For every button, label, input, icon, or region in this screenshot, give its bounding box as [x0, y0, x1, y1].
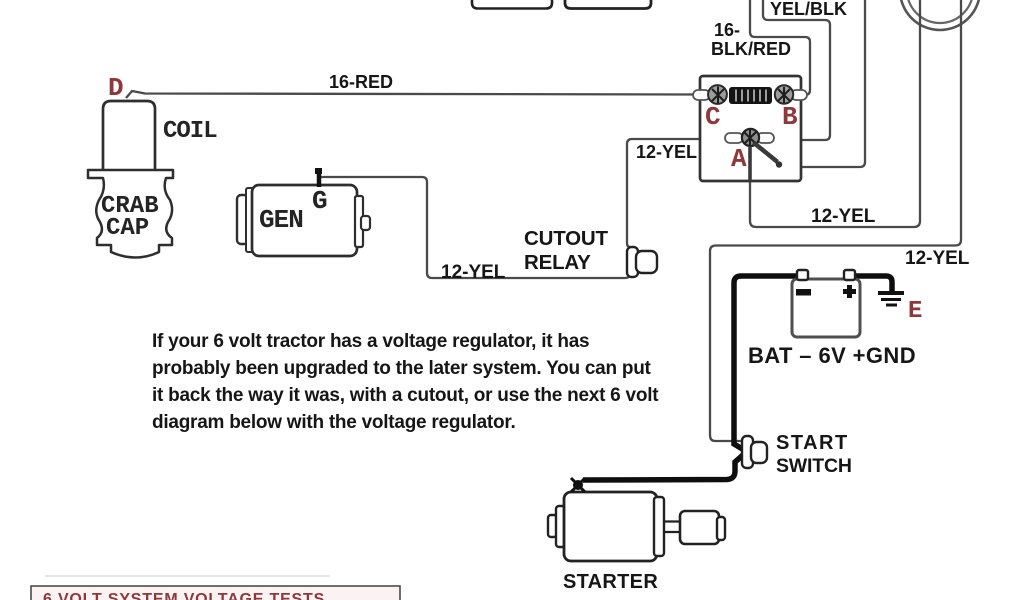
- svg-text:CRAB: CRAB: [101, 193, 159, 220]
- svg-text:16-: 16-: [714, 20, 740, 40]
- svg-text:12-YEL: 12-YEL: [441, 262, 506, 283]
- svg-text:If your 6 volt tractor has a v: If your 6 volt tractor has a voltage reg…: [152, 331, 589, 352]
- svg-text:diagram below with the voltage: diagram below with the voltage regulator…: [152, 412, 515, 433]
- svg-text:12-YEL: 12-YEL: [811, 206, 876, 227]
- svg-text:C: C: [705, 102, 721, 132]
- svg-text:12-YEL: 12-YEL: [905, 248, 970, 269]
- svg-text:E: E: [908, 298, 922, 325]
- svg-text:CAP: CAP: [106, 215, 149, 242]
- svg-text:6 VOLT SYSTEM VOLTAGE TESTS: 6 VOLT SYSTEM VOLTAGE TESTS: [43, 591, 325, 600]
- svg-text:B: B: [782, 102, 798, 132]
- svg-text:12-YEL: 12-YEL: [636, 142, 697, 162]
- svg-text:G: G: [312, 186, 328, 216]
- svg-text:GEN: GEN: [259, 205, 303, 235]
- svg-text:BLK/RED: BLK/RED: [711, 39, 791, 59]
- svg-text:CUTOUT: CUTOUT: [524, 227, 609, 250]
- svg-text:16-RED: 16-RED: [329, 72, 393, 92]
- svg-text:COIL: COIL: [163, 118, 217, 145]
- svg-text:A: A: [731, 144, 747, 174]
- svg-text:SWITCH: SWITCH: [776, 455, 852, 477]
- svg-text:BAT – 6V +GND: BAT – 6V +GND: [748, 343, 916, 368]
- svg-text:probably been upgraded to the: probably been upgraded to the later syst…: [152, 358, 652, 379]
- svg-text:D: D: [108, 73, 124, 103]
- svg-text:STARTER: STARTER: [563, 571, 658, 593]
- svg-text:YEL/BLK: YEL/BLK: [770, 0, 847, 19]
- svg-text:it back the way it was, with a: it back the way it was, with a cutout, o…: [152, 385, 659, 406]
- svg-text:RELAY: RELAY: [524, 251, 591, 274]
- svg-text:START: START: [776, 432, 849, 454]
